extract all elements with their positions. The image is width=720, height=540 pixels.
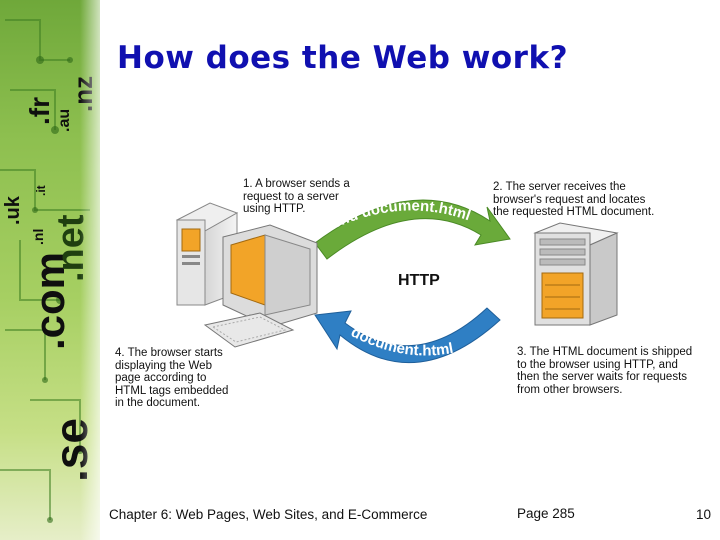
slide-number: 10	[696, 507, 712, 522]
circuit-pattern	[0, 19, 90, 523]
side-label-nl: .nl	[30, 228, 46, 245]
step-2-text: 2. The server receives the browser's req…	[493, 181, 655, 218]
footer-chapter-title: Chapter 6: Web Pages, Web Sites, and E-C…	[109, 507, 428, 522]
client-computer-tower	[175, 202, 239, 306]
side-label-uk: .uk	[2, 196, 24, 225]
slide-title: How does the Web work?	[117, 40, 569, 76]
footer-page-reference: Page 285	[517, 506, 575, 521]
side-label-au: .au	[56, 108, 73, 132]
server-tower	[533, 222, 619, 326]
keyboard	[203, 312, 295, 348]
return-arrow	[314, 307, 501, 364]
send-arrow	[314, 199, 511, 260]
web-flow-diagram: Send document.html document.html HTTP 1.…	[115, 165, 700, 409]
diagram-graphics: Send document.html document.html HTTP	[175, 197, 619, 364]
side-label-fr: .fr	[24, 97, 55, 125]
step-3-text: 3. The HTML document is shipped to the b…	[517, 346, 693, 396]
side-label-it: .it	[34, 185, 48, 196]
client-monitor	[222, 224, 318, 334]
step-1-text: 1. A browser sends a request to a server…	[243, 178, 350, 215]
step-4-text: 4. The browser starts displaying the Web…	[115, 347, 229, 409]
side-strip-fade	[80, 0, 110, 540]
http-label: HTTP	[398, 272, 440, 289]
